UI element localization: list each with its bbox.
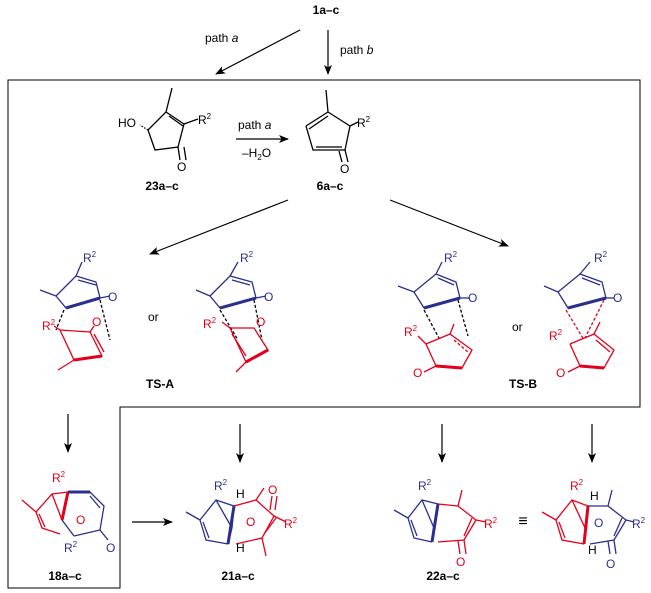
scheme-frame	[7, 79, 641, 589]
compound-label-6: 6a–c	[317, 179, 344, 193]
oxygen-label-21-bridge: O	[246, 515, 255, 529]
compound-label-21: 21a–c	[221, 569, 255, 583]
compound-label-22: 22a–c	[426, 569, 460, 583]
ts-b-label: TS-B	[509, 377, 537, 391]
h-label-21-top: H	[236, 487, 245, 501]
oxygen-label-6: O	[340, 162, 349, 176]
oxygen-label-tsb1-red: O	[413, 366, 422, 380]
hydroxyl-label: HO	[118, 116, 136, 130]
oxygen-label-tsa1-red: O	[92, 315, 101, 329]
oxygen-label-23: O	[177, 160, 186, 174]
product-21-structure	[185, 487, 287, 557]
compound-label-23: 23a–c	[145, 179, 179, 193]
identical-symbol: ≡	[518, 513, 527, 530]
ts-b-structure-1	[397, 261, 473, 373]
r2-label-tsa2-red: R2	[203, 316, 217, 331]
oxygen-label-22: O	[456, 555, 465, 569]
or-label-b: or	[512, 320, 523, 334]
r2-label-22alt-blue: R2	[632, 516, 646, 531]
r2-label-tsb1-blue: R2	[444, 250, 458, 265]
path-a-label: path a	[205, 31, 239, 45]
arrow-to-ts-b	[389, 199, 509, 247]
ts-a-structure-1	[39, 261, 111, 371]
r2-label-23: R2	[198, 112, 212, 127]
oxygen-label-18-blue: O	[106, 541, 115, 555]
r2-label-22-blue: R2	[418, 478, 432, 493]
r2-label-21-blue: R2	[214, 478, 228, 493]
arrow-to-ts-a	[149, 199, 289, 255]
hydroxy-enone-structure	[139, 87, 199, 161]
oxygen-label-22alt-bridge: O	[594, 516, 603, 530]
oxygen-label-tsb1-blue: O	[468, 291, 477, 305]
r2-label-tsb2-blue: R2	[594, 250, 608, 265]
oxygen-label-tsa1-blue: O	[108, 290, 117, 304]
oxygen-label-tsa2-red: O	[256, 315, 265, 329]
oxygen-label-tsb2-blue: O	[613, 291, 622, 305]
r2-label-tsa2-blue: R2	[240, 250, 254, 265]
r2-label-6: R2	[357, 115, 371, 130]
product-18-structure	[21, 490, 109, 541]
oxygen-label-tsa2-blue: O	[264, 290, 273, 304]
h-label-22alt-top: H	[590, 489, 599, 503]
oxygen-label-22alt-ketone: O	[606, 557, 615, 571]
r2-label-tsa1-blue: R2	[83, 250, 97, 265]
or-label-a: or	[148, 310, 159, 324]
compound-label-18: 18a–c	[48, 569, 82, 583]
path-b-label: path b	[340, 43, 374, 57]
r2-label-18-red: R2	[52, 470, 66, 485]
dehydration-water-label: –H2O	[242, 146, 271, 162]
path-a-arrow	[215, 29, 301, 75]
compound-label-1: 1a–c	[313, 3, 340, 17]
r2-label-tsa1-red: R2	[42, 318, 56, 333]
ts-a-structure-2	[195, 261, 269, 373]
ts-a-label: TS-A	[146, 377, 174, 391]
cyclopentadienone-structure	[305, 89, 359, 163]
r2-label-18-blue: R2	[64, 540, 78, 555]
oxygen-label-tsb2-red: O	[556, 366, 565, 380]
oxygen-label-18-red: O	[76, 513, 85, 527]
r2-label-22-red: R2	[484, 516, 498, 531]
product-22-alt-structure	[541, 489, 635, 555]
oxygen-label-21-ketone: O	[268, 483, 277, 497]
r2-label-22alt-red: R2	[570, 478, 584, 493]
r2-label-21-red: R2	[284, 516, 298, 531]
r2-label-tsb1-red: R2	[404, 324, 418, 339]
h-label-21-bottom: H	[236, 541, 245, 555]
r2-label-tsb2-red: R2	[549, 328, 563, 343]
dehydration-path-label: path a	[238, 118, 272, 132]
ts-b-structure-2	[543, 261, 615, 373]
product-22-structure	[393, 489, 487, 555]
h-label-22alt-bottom: H	[588, 543, 597, 557]
